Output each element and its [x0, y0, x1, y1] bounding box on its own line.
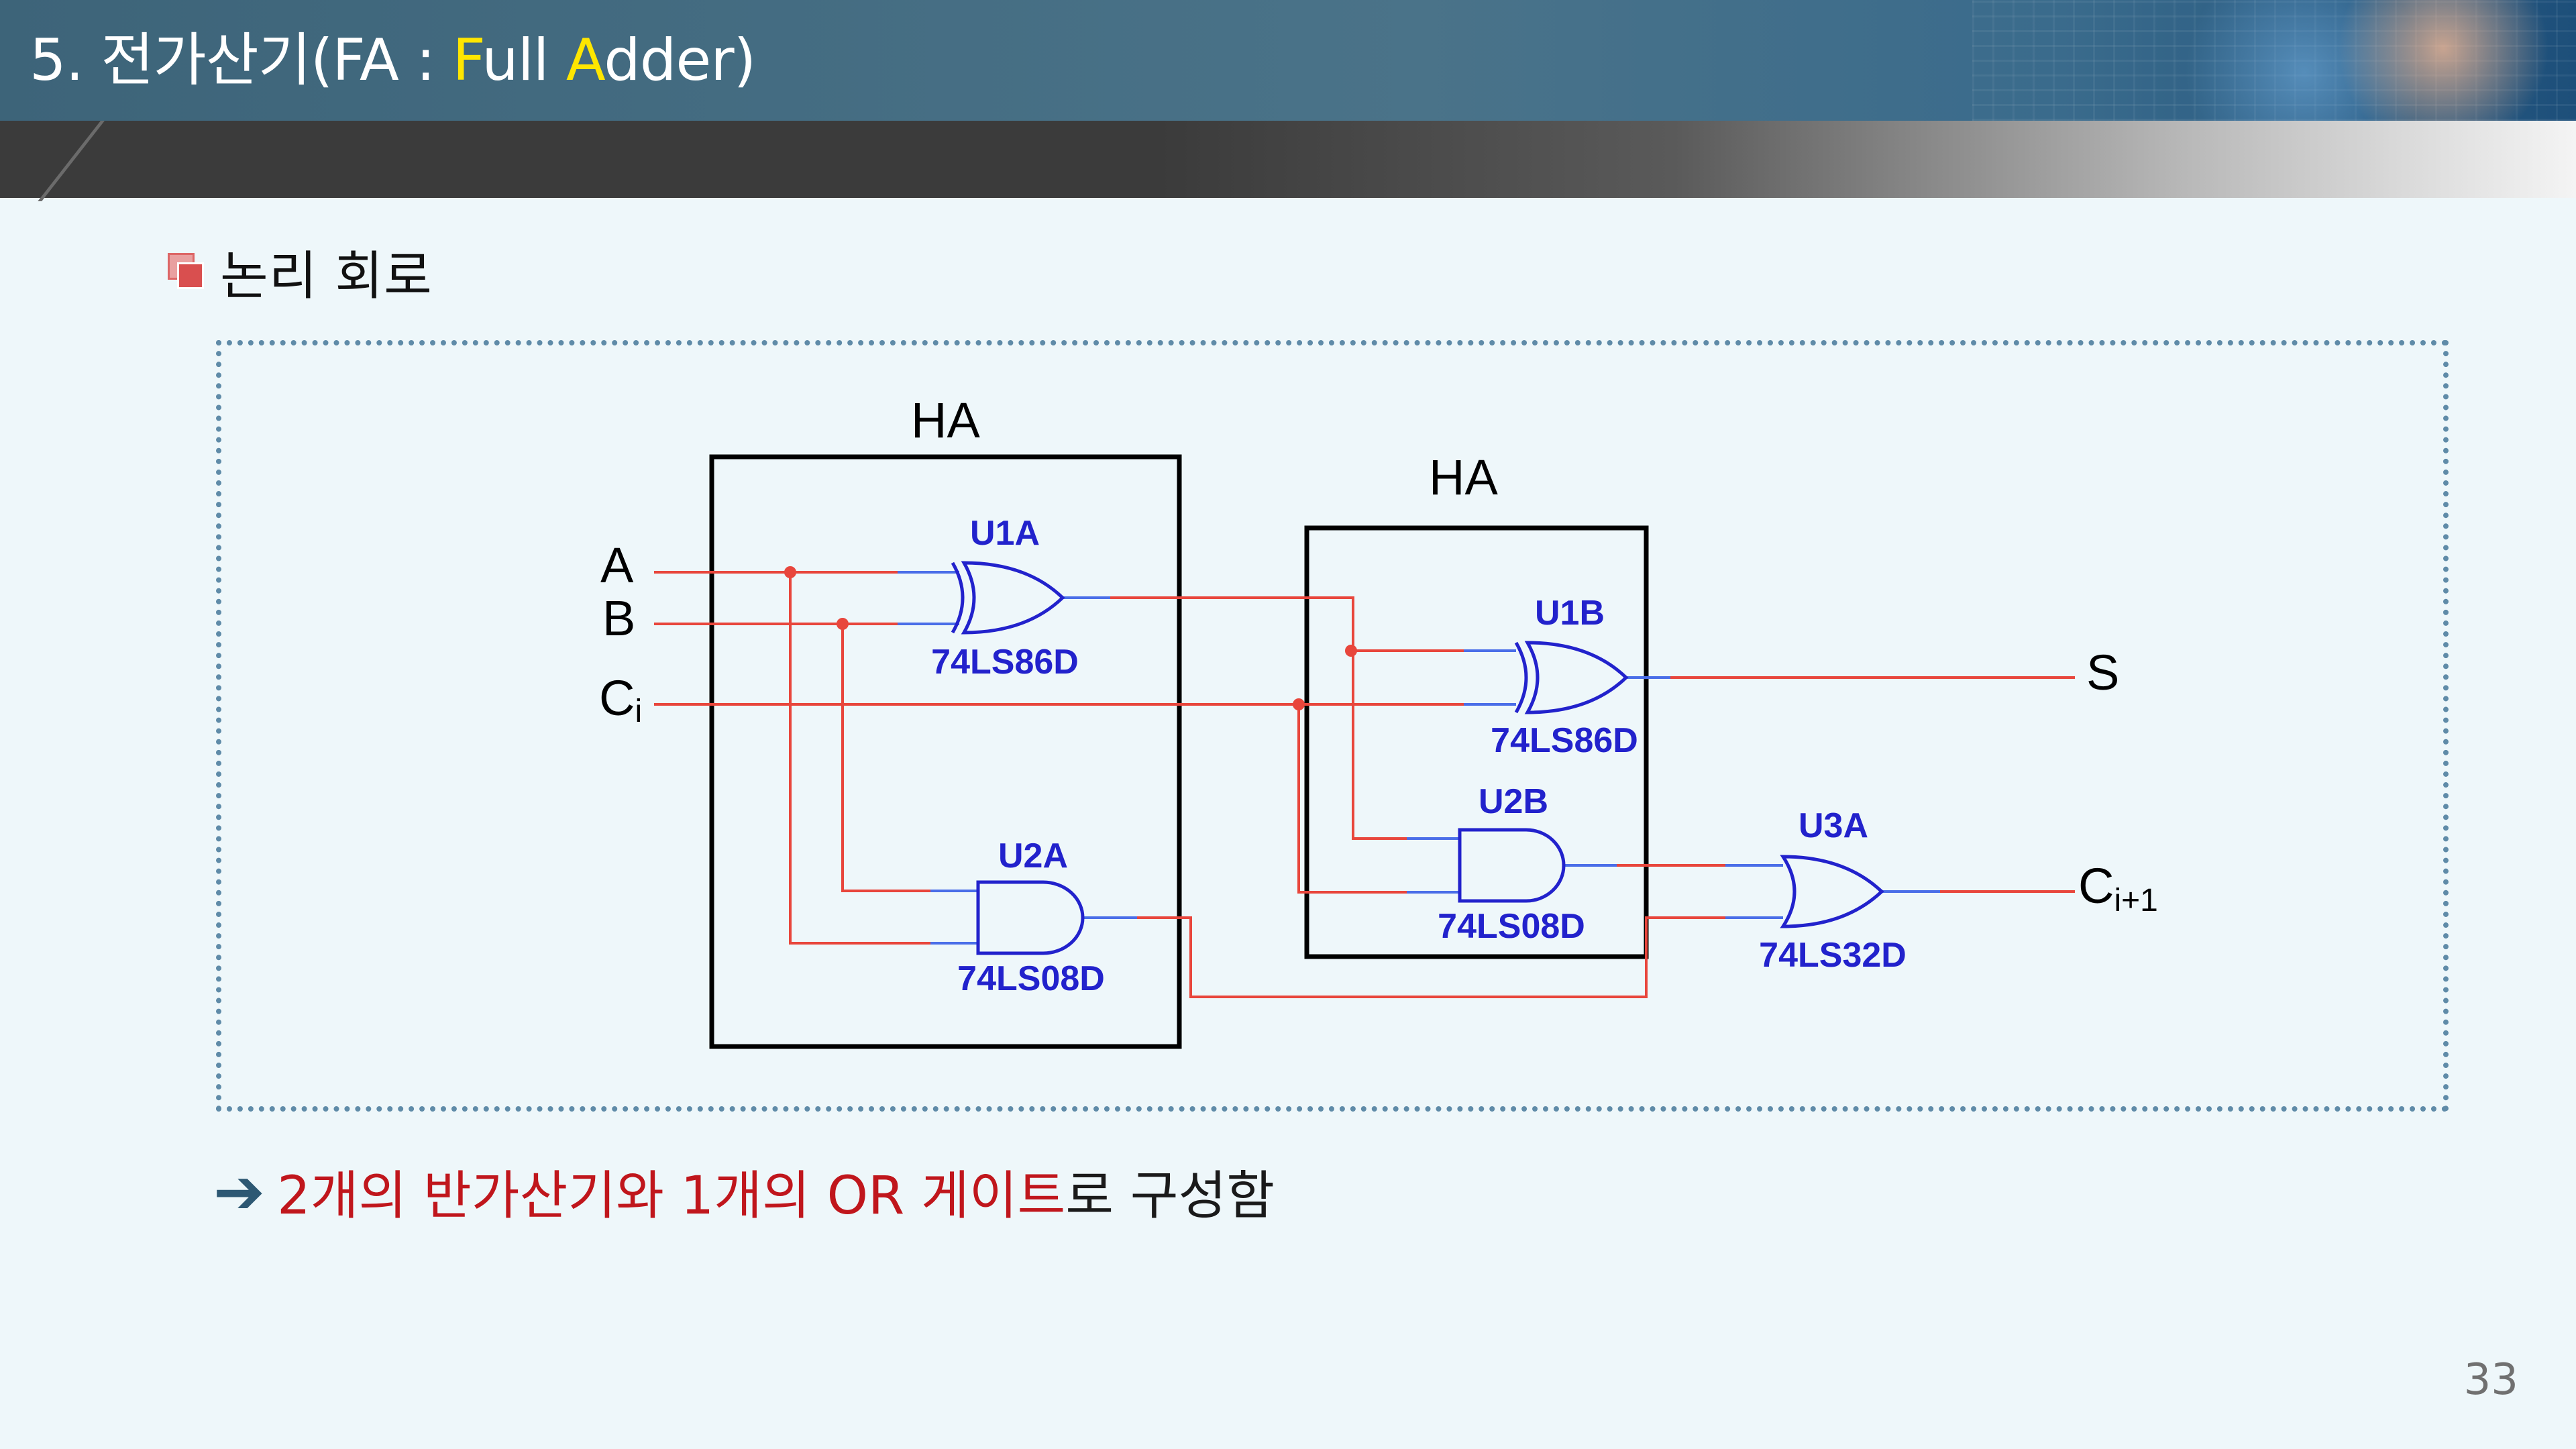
note-text: 로 구성함 [1065, 1166, 1275, 1226]
section-title: 논리 회로 [220, 246, 433, 307]
half-adder-box-1 [709, 454, 1182, 1049]
half-adder-label-1: HA [911, 392, 980, 448]
section-heading: 논리 회로 [168, 238, 433, 307]
xor-gate-u1b [1514, 641, 1629, 714]
gate-u2a-name: U2A [998, 837, 1068, 875]
gate-u1b-name: U1B [1535, 594, 1605, 633]
and-gate-u2a [976, 880, 1085, 955]
gate-u1a-name: U1A [970, 514, 1040, 553]
junction-dots [784, 566, 1357, 710]
note-highlight-text: 2개의 반가산기와 1개의 OR 게이트 [277, 1166, 1066, 1226]
subtitle-bar [0, 121, 2576, 198]
input-b-label: B [602, 590, 635, 646]
input-ci-label: Ci [599, 670, 642, 729]
gate-u1b-part: 74LS86D [1491, 721, 1638, 760]
title-bar: 5. 전가산기(FA : Full Adder) [0, 0, 2576, 121]
half-adder-box-2 [1304, 525, 1649, 959]
gate-pins [898, 571, 1940, 945]
page-number: 33 [2463, 1355, 2518, 1405]
output-cout-label: Ci+1 [2078, 858, 2158, 918]
diagram-frame [216, 340, 2449, 1112]
summary-note: ➔ 2개의 반가산기와 1개의 OR 게이트 로 구성함 [213, 1154, 1275, 1229]
gate-u1a-part: 74LS86D [931, 643, 1079, 682]
slide-title: 5. 전가산기(FA : Full Adder) [30, 27, 756, 94]
input-a-label: A [600, 537, 634, 593]
title-bar-decoration [1972, 0, 2576, 121]
gate-u3a-part: 74LS32D [1759, 936, 1907, 975]
xor-gate-u1a [951, 561, 1065, 635]
or-gate-u3a [1780, 855, 1884, 928]
circuit-wires [654, 571, 2075, 998]
half-adder-label-2: HA [1429, 449, 1498, 505]
gate-u3a-name: U3A [1799, 806, 1868, 845]
gate-u2b-part: 74LS08D [1438, 907, 1585, 946]
and-gate-u2b [1458, 828, 1566, 903]
square-bullet-icon [168, 253, 205, 290]
arrow-right-icon: ➔ [213, 1155, 266, 1228]
gate-u2a-part: 74LS08D [957, 959, 1105, 998]
gate-u2b-name: U2B [1479, 782, 1548, 821]
output-s-label: S [2086, 645, 2119, 700]
